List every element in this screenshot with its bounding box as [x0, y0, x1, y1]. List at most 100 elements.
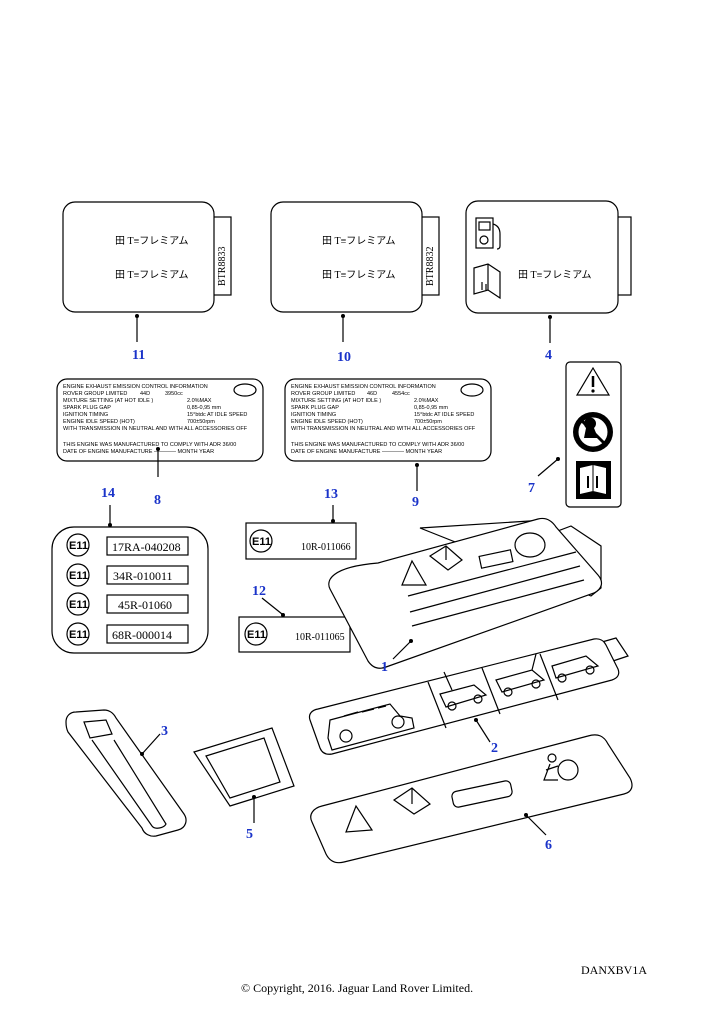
- svg-text:ROVER GROUP LIMITED: ROVER GROUP LIMITED: [291, 391, 355, 397]
- logo-text: 田 T≡フレミアム: [322, 269, 396, 281]
- part-5-square-sticker: [193, 727, 295, 807]
- svg-text:2.0%MAX: 2.0%MAX: [414, 398, 439, 404]
- svg-text:MIXTURE SETTING (AT HOT IDLE ): MIXTURE SETTING (AT HOT IDLE ): [63, 398, 153, 404]
- svg-text:E11: E11: [252, 536, 271, 548]
- svg-text:E11: E11: [247, 629, 266, 641]
- callout-11: 11: [132, 348, 145, 363]
- svg-text:ENGINE IDLE SPEED (HOT): ENGINE IDLE SPEED (HOT): [291, 419, 363, 425]
- manual-book-icon: [392, 787, 431, 815]
- manual-book-icon: [576, 461, 611, 499]
- svg-text:WITH TRANSMISSION IN NEUTRAL A: WITH TRANSMISSION IN NEUTRAL AND WITH AL…: [291, 426, 476, 432]
- part-13-approval-label: E11 10R-011066: [245, 522, 357, 560]
- svg-text:ROVER GROUP LIMITED: ROVER GROUP LIMITED: [63, 391, 127, 397]
- svg-text:4554cc: 4554cc: [392, 391, 410, 397]
- diagram-code: DANXBV1A: [581, 963, 647, 977]
- e-mark-icon: E11: [66, 563, 90, 587]
- e-mark-icon: E11: [66, 533, 90, 557]
- svg-text:WITH TRANSMISSION IN NEUTRAL A: WITH TRANSMISSION IN NEUTRAL AND WITH AL…: [63, 426, 248, 432]
- approval-number: 10R-011065: [295, 632, 345, 643]
- callout-12: 12: [252, 584, 266, 599]
- label-code: BTR8832: [425, 247, 436, 286]
- callout-4: 4: [545, 348, 552, 363]
- svg-text:0,85-0,95 mm: 0,85-0,95 mm: [187, 405, 221, 411]
- svg-text:46D: 46D: [367, 391, 377, 397]
- callout-numbers: 11 10 4 8 9 7 14 13 12 1 2 3 5 6: [101, 348, 552, 853]
- fuel-pump-icon: [475, 217, 501, 250]
- logo-text: 田 T≡フレミアム: [322, 235, 396, 247]
- svg-text:DATE OF ENGINE MANUFACTURE ———: DATE OF ENGINE MANUFACTURE ———— MONTH YE…: [63, 449, 214, 455]
- part-6-airbag-sticker: [310, 734, 633, 864]
- callout-6: 6: [545, 838, 552, 853]
- part-4-fuel-flap-label: 田 T≡フレミアム: [465, 200, 632, 314]
- svg-text:IGNITION TIMING: IGNITION TIMING: [63, 412, 108, 418]
- no-child-seat-icon: [573, 412, 613, 452]
- fuel-pump-icon: [83, 719, 113, 739]
- e-mark-icon: E11: [66, 622, 90, 646]
- svg-text:ENGINE IDLE SPEED (HOT): ENGINE IDLE SPEED (HOT): [63, 419, 135, 425]
- approval-number: 17RA-040208: [112, 540, 181, 554]
- callout-10: 10: [337, 350, 351, 365]
- svg-text:DATE OF ENGINE MANUFACTURE ———: DATE OF ENGINE MANUFACTURE ———— MONTH YE…: [291, 449, 442, 455]
- land-rover-logo: [460, 383, 484, 397]
- airbag-icon: [543, 753, 579, 781]
- svg-text:E11: E11: [69, 599, 88, 611]
- svg-text:2.0%MAX: 2.0%MAX: [187, 398, 212, 404]
- part-3-fuel-sticker: [65, 709, 187, 837]
- warning-triangle-icon: [345, 804, 374, 833]
- svg-text:SPARK PLUG GAP: SPARK PLUG GAP: [291, 405, 339, 411]
- svg-text:15°btdc AT IDLE SPEED: 15°btdc AT IDLE SPEED: [414, 412, 474, 418]
- svg-text:E11: E11: [69, 629, 88, 641]
- warning-triangle-icon: [575, 366, 611, 396]
- svg-text:3950cc: 3950cc: [165, 391, 183, 397]
- svg-text:IGNITION TIMING: IGNITION TIMING: [291, 412, 336, 418]
- car-tailgate-open-icon: [495, 653, 546, 697]
- svg-text:44D: 44D: [140, 391, 150, 397]
- callout-8: 8: [154, 493, 161, 508]
- svg-text:THIS ENGINE WAS MANUFACTURED T: THIS ENGINE WAS MANUFACTURED TO COMPLY W…: [63, 442, 236, 448]
- approval-number: 34R-010011: [113, 569, 173, 583]
- part-12-approval-label: E11 10R-011065: [238, 616, 351, 653]
- part-10-fuel-flap-label: BTR8832 田 T≡フレミアム 田 T≡フレミアム: [270, 201, 440, 313]
- svg-text:SPARK PLUG GAP: SPARK PLUG GAP: [63, 405, 111, 411]
- part-14-approval-label: E11 17RA-040208 E11 34R-010011 E11 45R-0…: [51, 526, 209, 654]
- svg-text:E11: E11: [69, 570, 88, 582]
- callout-5: 5: [246, 827, 253, 842]
- approval-number: 10R-011066: [301, 542, 351, 553]
- callout-1: 1: [381, 660, 388, 675]
- part-7-warning-label: [565, 361, 622, 508]
- part-11-fuel-flap-label: BTR8833 田 T≡フレミアム 田 T≡フレミアム: [62, 201, 232, 313]
- logo-text: 田 T≡フレミアム: [115, 269, 189, 281]
- approval-number: 45R-01060: [118, 598, 172, 612]
- callout-leaders: [108, 314, 560, 836]
- svg-text:15°btdc AT IDLE SPEED: 15°btdc AT IDLE SPEED: [187, 412, 247, 418]
- approval-number: 68R-000014: [112, 628, 172, 642]
- logo-text: 田 T≡フレミアム: [518, 269, 592, 281]
- svg-text:0,85-0,95 mm: 0,85-0,95 mm: [414, 405, 448, 411]
- svg-text:700±50rpm: 700±50rpm: [414, 419, 442, 425]
- label-code: BTR8833: [217, 247, 228, 286]
- svg-text:ENGINE EXHAUST EMISSION CONTRO: ENGINE EXHAUST EMISSION CONTROL INFORMAT…: [63, 384, 208, 390]
- manual-book-icon: [473, 263, 501, 300]
- svg-text:MIXTURE SETTING (AT HOT IDLE ): MIXTURE SETTING (AT HOT IDLE ): [291, 398, 381, 404]
- part-9-emission-label: ENGINE EXHAUST EMISSION CONTROL INFORMAT…: [284, 378, 492, 462]
- part-1-warning-sticker: [328, 517, 603, 669]
- svg-text:THIS ENGINE WAS MANUFACTURED T: THIS ENGINE WAS MANUFACTURED TO COMPLY W…: [291, 442, 464, 448]
- svg-text:ENGINE EXHAUST EMISSION CONTRO: ENGINE EXHAUST EMISSION CONTROL INFORMAT…: [291, 384, 436, 390]
- e-mark-icon: E11: [66, 592, 90, 616]
- car-side-icon: [551, 655, 600, 683]
- land-rover-logo: [233, 383, 257, 397]
- car-icon: [327, 703, 415, 751]
- callout-13: 13: [324, 487, 338, 502]
- svg-text:E11: E11: [69, 540, 88, 552]
- callout-2: 2: [491, 741, 498, 756]
- callout-14: 14: [101, 486, 115, 501]
- car-bonnet-open-icon: [439, 671, 488, 711]
- copyright-text: © Copyright, 2016. Jaguar Land Rover Lim…: [241, 981, 474, 995]
- logo-text: 田 T≡フレミアム: [115, 235, 189, 247]
- callout-7: 7: [528, 481, 535, 496]
- svg-text:700±50rpm: 700±50rpm: [187, 419, 215, 425]
- callout-3: 3: [161, 724, 168, 739]
- part-2-vehicle-sticker: [308, 637, 629, 755]
- part-8-emission-label: ENGINE EXHAUST EMISSION CONTROL INFORMAT…: [56, 378, 264, 462]
